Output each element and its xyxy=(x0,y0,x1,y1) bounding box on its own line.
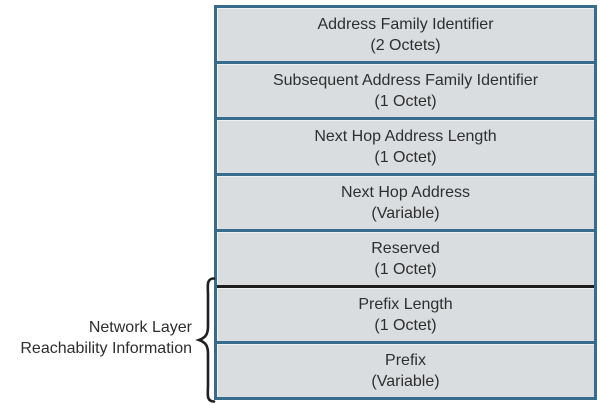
field-box-address-family-identifier: Address Family Identifier (2 Octets) xyxy=(217,8,594,61)
field-title: Prefix xyxy=(385,351,426,369)
field-size: (1 Octet) xyxy=(374,260,437,278)
field-size: (Variable) xyxy=(371,372,440,390)
field-box-prefix: Prefix (Variable) xyxy=(217,341,594,397)
field-title: Next Hop Address xyxy=(341,183,470,201)
field-title: Address Family Identifier xyxy=(317,15,494,33)
field-box-subsequent-address-family-identifier: Subsequent Address Family Identifier (1 … xyxy=(217,61,594,117)
nlri-label: Network Layer Reachability Information xyxy=(0,317,192,359)
field-box-prefix-length: Prefix Length (1 Octet) xyxy=(217,285,594,341)
field-title: Reserved xyxy=(371,239,440,257)
field-size: (Variable) xyxy=(371,204,440,222)
field-box-next-hop-address-length: Next Hop Address Length (1 Octet) xyxy=(217,117,594,173)
field-size: (1 Octet) xyxy=(374,148,437,166)
field-box-reserved: Reserved (1 Octet) xyxy=(217,229,594,285)
nlri-label-line2: Reachability Information xyxy=(20,340,192,357)
packet-field-stack: Address Family Identifier (2 Octets) Sub… xyxy=(214,5,597,400)
field-title: Subsequent Address Family Identifier xyxy=(272,71,539,89)
field-title: Next Hop Address Length xyxy=(314,127,497,145)
field-size: (2 Octets) xyxy=(370,36,441,54)
field-size: (1 Octet) xyxy=(374,92,437,110)
nlri-label-line1: Network Layer xyxy=(88,319,192,336)
field-box-next-hop-address: Next Hop Address (Variable) xyxy=(217,173,594,229)
curly-brace-icon xyxy=(195,277,216,403)
field-size: (1 Octet) xyxy=(374,316,437,334)
field-title: Prefix Length xyxy=(358,295,453,313)
